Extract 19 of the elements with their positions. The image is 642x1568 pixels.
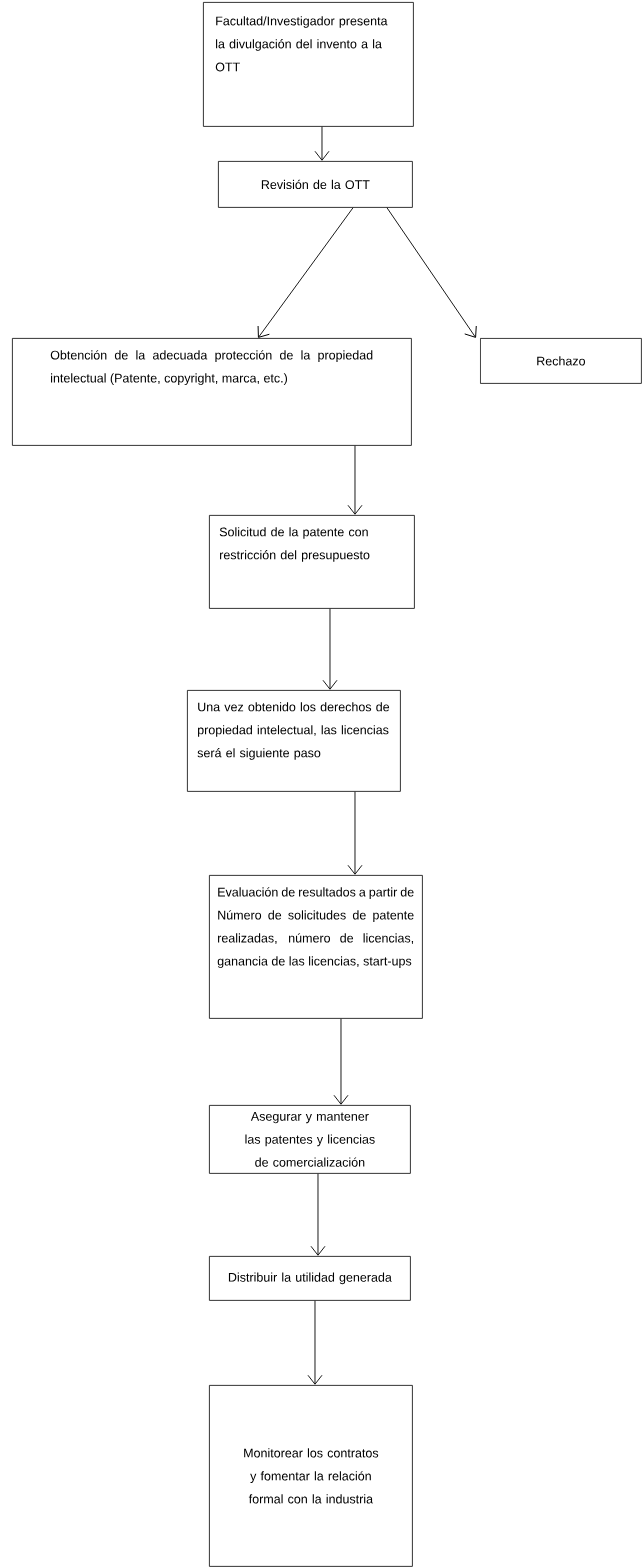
- process-box: Asegurar y mantener las patentes y licencias de comercialización: [209, 1105, 411, 1174]
- arrow: [257, 207, 354, 338]
- arrow: [322, 608, 338, 690]
- arrow: [333, 1018, 349, 1105]
- process-box: Obtención de la adecuada protección de la propiedad intelectual (Patente, copyright, marca, etc.): [12, 338, 412, 446]
- process-box: Evaluación de resultados a partir de Número de solicitudes de patente realizadas, número de licencias, ganancia de las licencias, start-ups: [209, 875, 423, 1019]
- arrow: [310, 1173, 326, 1256]
- process-box: Revisión de la OTT: [218, 161, 413, 208]
- arrow: [314, 126, 330, 161]
- process-box: Solicitud de la patente con restricción del presupuesto: [209, 515, 415, 609]
- process-box: Rechazo: [480, 338, 642, 384]
- arrow: [386, 207, 477, 338]
- arrow: [347, 445, 363, 515]
- arrow: [347, 791, 363, 875]
- process-box: Facultad/Investigador presenta la divulgación del invento a la OTT: [203, 2, 414, 127]
- arrow: [307, 1300, 323, 1385]
- process-box: Una vez obtenido los derechos de propiedad intelectual, las licencias será el siguiente paso: [187, 690, 401, 792]
- process-box: Monitorear los contratos y fomentar la relación formal con la industria: [209, 1385, 413, 1567]
- process-box: Distribuir la utilidad generada: [209, 1256, 411, 1301]
